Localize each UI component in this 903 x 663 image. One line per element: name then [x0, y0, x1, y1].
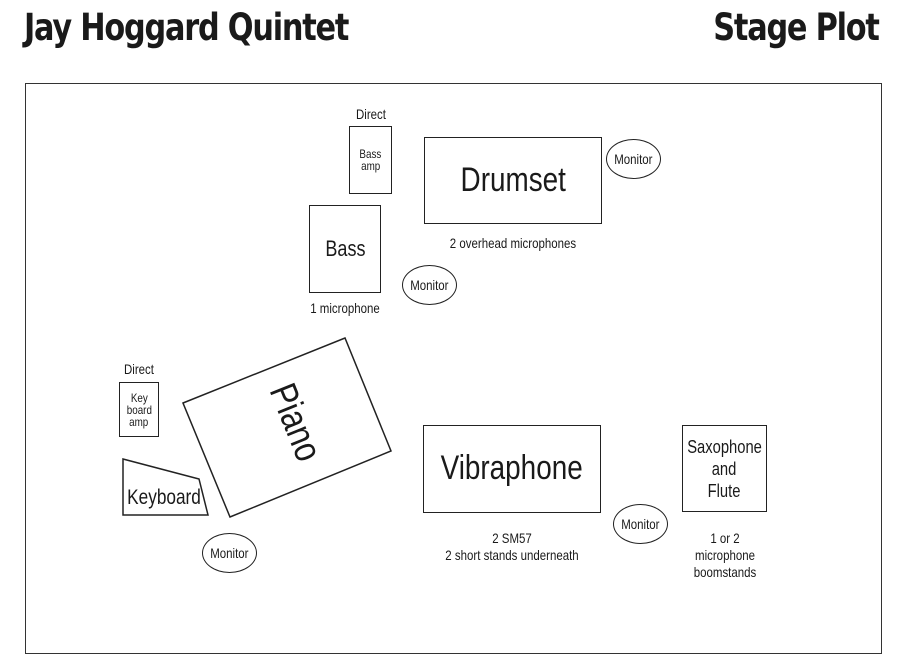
bass-label: Bass: [324, 236, 366, 262]
vibraphone-label: Vibraphone: [440, 449, 584, 488]
saxophone-note-1: 1 or 2: [710, 530, 740, 546]
keyboard-label: Keyboard: [127, 487, 201, 510]
saxophone-note-3: boomstands: [693, 564, 757, 580]
band-name-title: Jay Hoggard Quintet: [24, 6, 349, 49]
bass-direct-label: Direct: [356, 106, 386, 122]
keyboard-amp-label-2: board: [126, 402, 152, 417]
saxophone-label-1: Saxophone: [687, 436, 762, 457]
monitor-piano: Monitor: [202, 533, 257, 573]
bass-amp-label-1: Bass: [359, 147, 382, 161]
stage-plot-title: Stage Plot: [713, 6, 881, 49]
saxophone-note-2: microphone: [695, 547, 755, 563]
bass-amp-label-2: amp: [360, 159, 381, 173]
vibraphone-note-2: 2 short stands underneath: [445, 547, 579, 563]
saxophone-flute-box: Saxophone and Flute: [682, 425, 767, 512]
drumset-label: Drumset: [460, 160, 566, 199]
stage-outline: [25, 83, 882, 654]
keyboard-amp-label-1: Key: [130, 390, 148, 405]
bass-note: 1 microphone: [310, 300, 380, 316]
monitor-drums: Monitor: [606, 139, 661, 179]
drumset-box: Drumset: [424, 137, 602, 224]
bass-amp-box: Bass amp: [349, 126, 392, 194]
bass-box: Bass: [309, 205, 381, 293]
monitor-vibraphone: Monitor: [613, 504, 668, 544]
saxophone-label-2: and: [712, 458, 737, 479]
vibraphone-box: Vibraphone: [423, 425, 601, 513]
saxophone-label-3: Flute: [708, 480, 741, 501]
drumset-note: 2 overhead microphones: [449, 235, 577, 251]
keyboard-amp-box: Key board amp: [119, 382, 159, 437]
monitor-bass: Monitor: [402, 265, 457, 305]
keyboard-shape: [122, 458, 209, 516]
keyboard-direct-label: Direct: [124, 361, 154, 377]
vibraphone-note-1: 2 SM57: [492, 530, 532, 546]
piano-shape: [182, 337, 392, 518]
keyboard-amp-label-3: amp: [129, 414, 149, 429]
